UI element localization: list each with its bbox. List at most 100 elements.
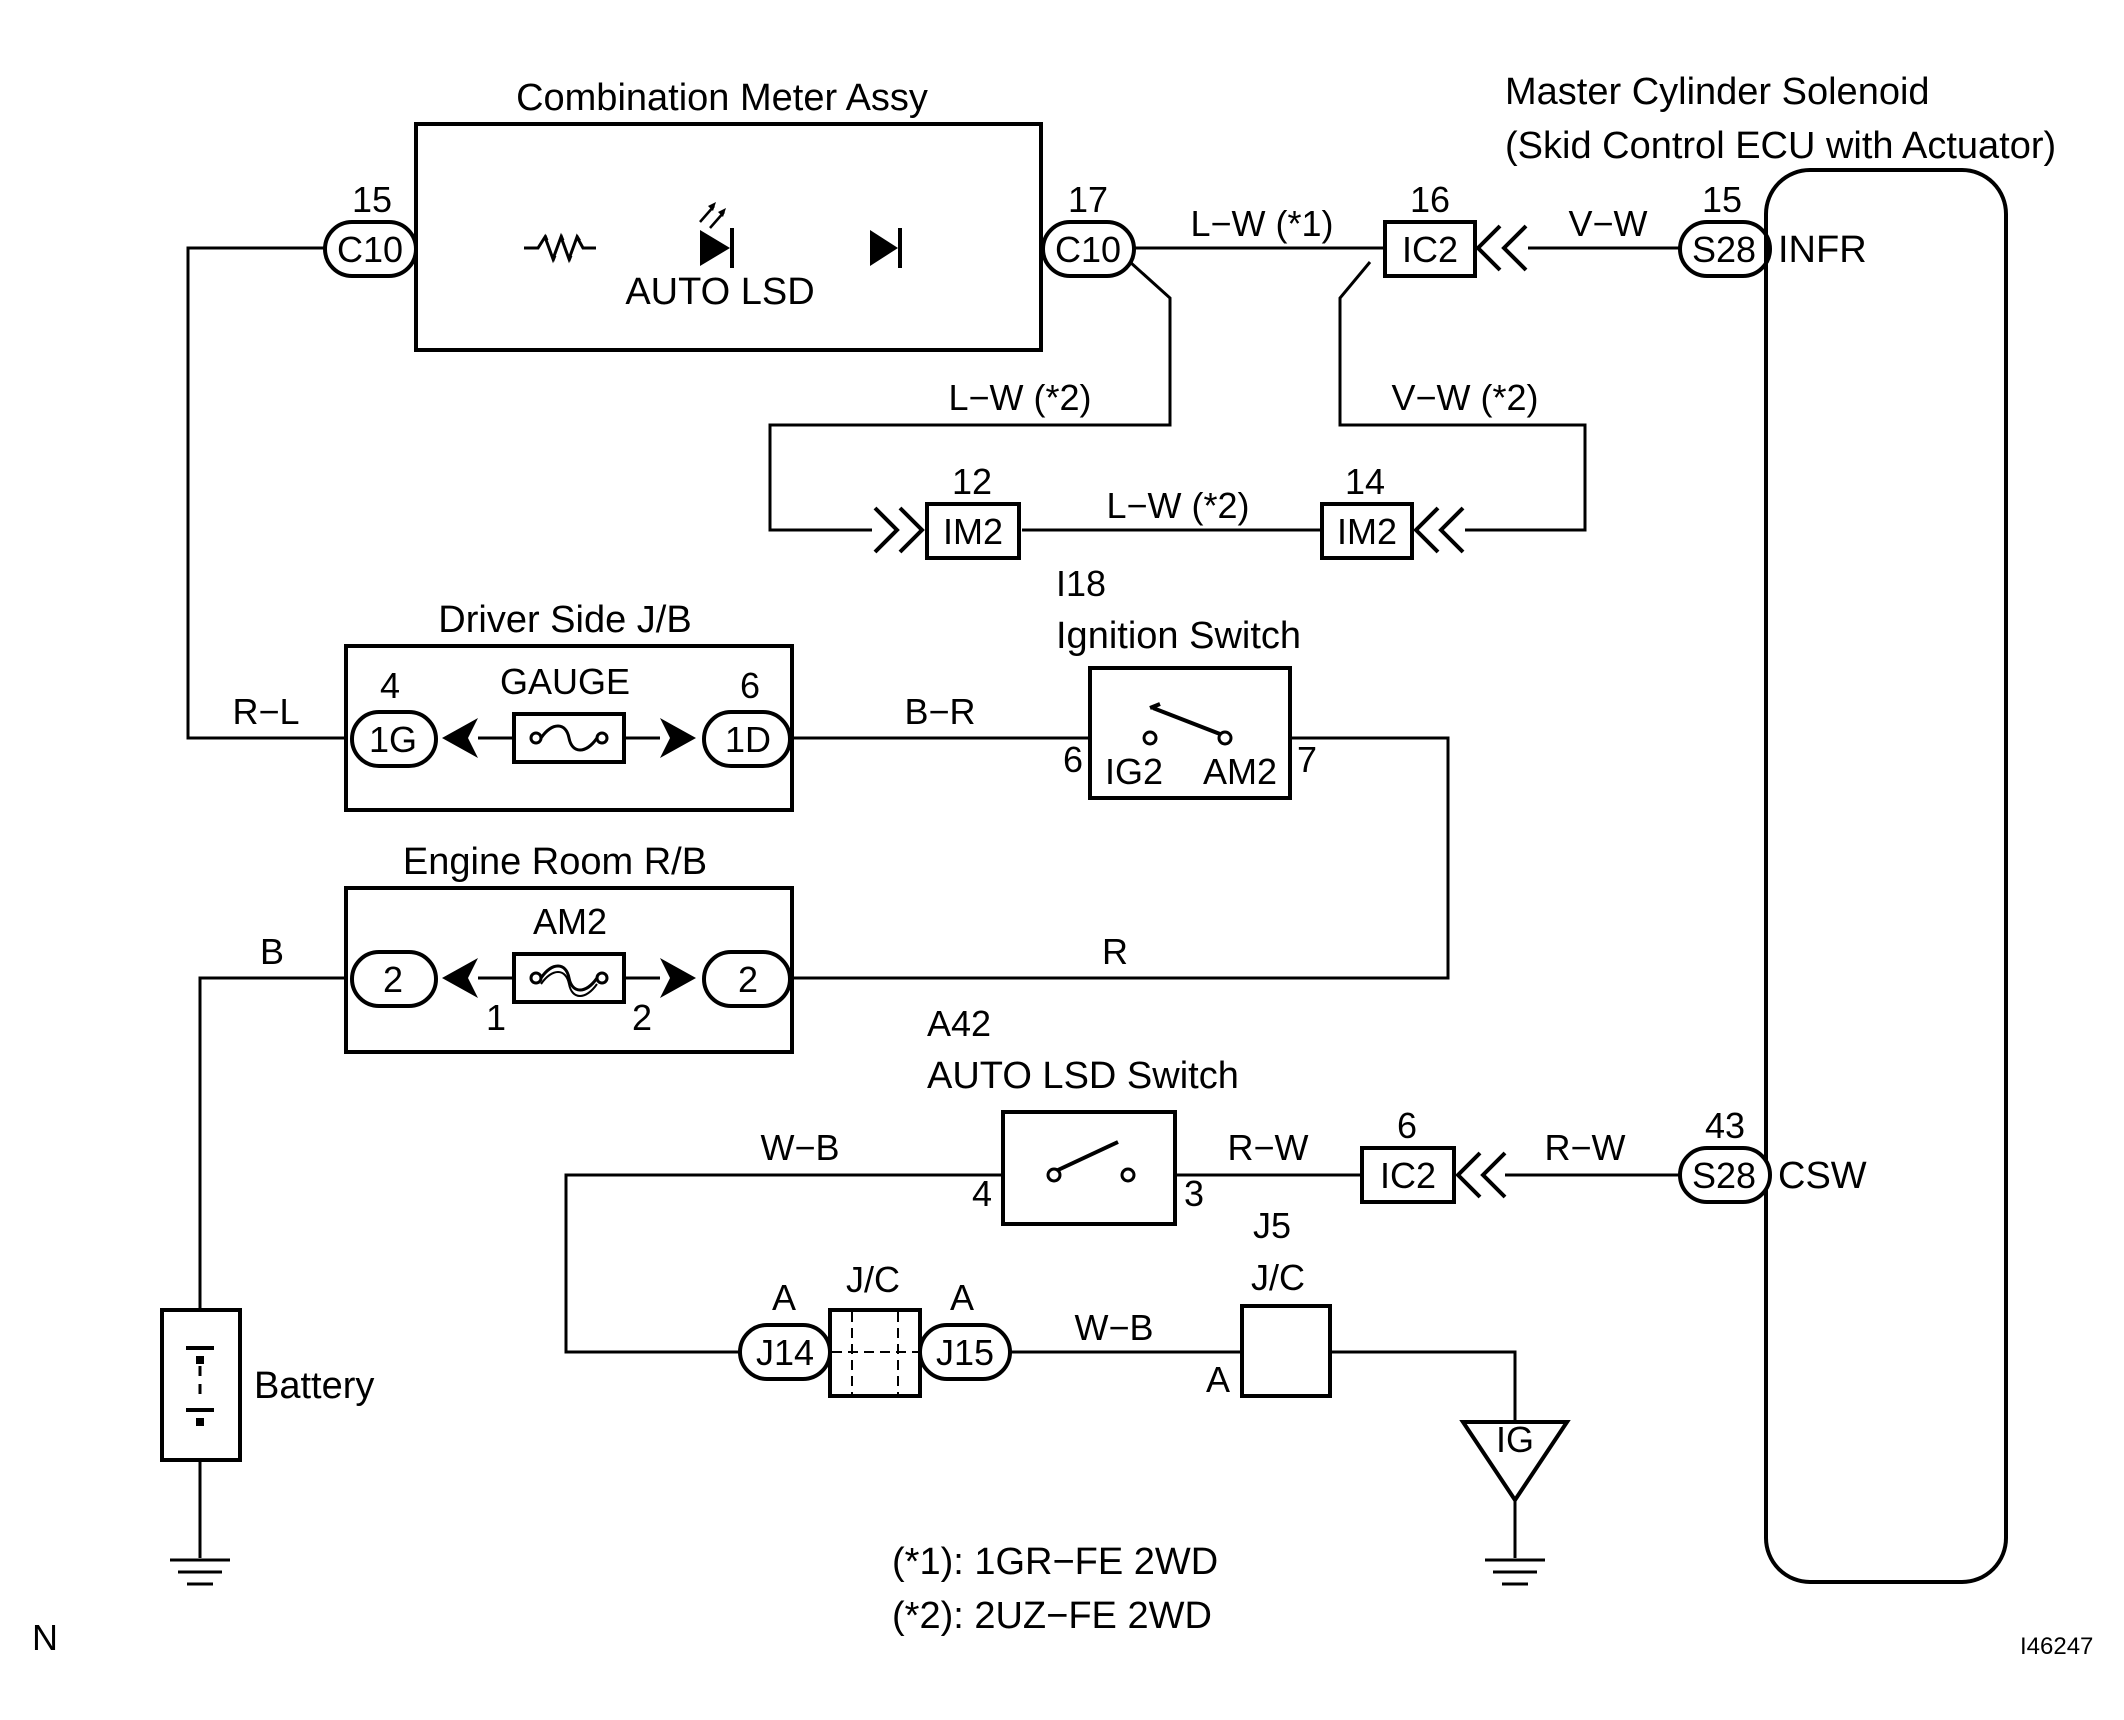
wire-to-ig	[1330, 1350, 1517, 1422]
ic2-bottom-connector	[1360, 1146, 1456, 1204]
ecu-term-infr: INFR	[1778, 229, 1867, 271]
wire-label-b: B	[260, 931, 284, 972]
arrow-right-icon	[660, 718, 696, 758]
master-cylinder-title: Master Cylinder Solenoid	[1505, 71, 1930, 113]
ic2-top-pin: 16	[1410, 179, 1450, 220]
ground-point-ig-icon	[1459, 1420, 1571, 1504]
lsd-switch-box	[1001, 1110, 1177, 1226]
resistor-zigzag	[524, 232, 596, 264]
driver-jb-right-pin: 6	[740, 665, 760, 706]
fuse-terminal	[529, 731, 543, 745]
chevron-icon	[1480, 1151, 1507, 1199]
engine-rb-right-label: 2	[738, 959, 758, 1000]
diode-icon	[870, 228, 902, 268]
im2-left-pin: 12	[952, 461, 992, 502]
skid-control-ecu-box	[1764, 168, 2008, 1584]
connector-1g	[350, 710, 438, 768]
led-icon	[699, 202, 734, 268]
combination-meter-box	[414, 122, 1043, 352]
s28-bottom-label: S28	[1692, 1155, 1756, 1196]
connector-j14-label: J14	[756, 1332, 814, 1373]
switch-contact	[1120, 1167, 1136, 1183]
engine-rb-title: Engine Room R/B	[403, 841, 707, 883]
engine-rb-right-connector	[702, 950, 792, 1008]
c10-left-connector	[323, 220, 418, 278]
chevron-icon	[1501, 224, 1528, 272]
wire-r	[790, 736, 1450, 980]
ecu-term-csw: CSW	[1778, 1155, 1867, 1197]
ground-icon	[1485, 1558, 1545, 1586]
ic2-top-connector	[1383, 220, 1477, 278]
wire-label-r-w-right: R−W	[1545, 1127, 1626, 1168]
j15-pin: A	[950, 1277, 974, 1318]
ignition-term-am2: AM2	[1203, 751, 1277, 792]
figure-code: I46247	[2020, 1633, 2093, 1660]
ic2-bottom-pin: 6	[1397, 1105, 1417, 1146]
im2-left-connector	[925, 502, 1021, 560]
im2-right-pin: 14	[1345, 461, 1385, 502]
lsd-switch-title: AUTO LSD Switch	[927, 1055, 1239, 1097]
jc-label: J/C	[846, 1259, 900, 1300]
corner-label: N	[32, 1617, 58, 1658]
wire-label-r: R	[1102, 931, 1128, 972]
j14-pin: A	[772, 1277, 796, 1318]
connector-j15	[918, 1323, 1012, 1381]
auto-lsd-lamp-label: AUTO LSD	[625, 271, 814, 313]
wire-vw2-branch	[1338, 261, 1587, 532]
jc-box	[828, 1308, 922, 1398]
chevron-icon	[1438, 506, 1465, 554]
ignition-pin-left: 6	[1063, 739, 1083, 780]
arrow-left-icon	[442, 958, 478, 998]
j5-label: J/C	[1251, 1257, 1305, 1298]
chevron-icon	[898, 506, 925, 554]
skid-control-title: (Skid Control ECU with Actuator)	[1505, 125, 2056, 167]
ignition-contact	[1142, 730, 1158, 746]
s28-top-connector	[1678, 220, 1772, 278]
c10-right-label: C10	[1055, 229, 1121, 270]
lsd-switch-pin-left: 4	[972, 1173, 992, 1214]
wire-r-l	[186, 246, 352, 740]
c10-right-connector	[1041, 220, 1136, 278]
wire-label-vw2: V−W (*2)	[1391, 377, 1538, 418]
driver-jb-left-pin: 4	[380, 665, 400, 706]
wire-lw2-branch	[768, 260, 1172, 532]
wire-label-vw: V−W	[1568, 203, 1647, 244]
note-2: (*2): 2UZ−FE 2WD	[892, 1595, 1212, 1637]
wire-label-lw2-mid: L−W (*2)	[1106, 485, 1249, 526]
wire-w-b-top	[564, 1173, 1003, 1354]
chevron-icon	[1475, 224, 1502, 272]
am2-pin-left: 1	[486, 997, 506, 1038]
ignition-term-ig2: IG2	[1105, 751, 1163, 792]
am2-fuse-label: AM2	[533, 901, 607, 942]
ignition-title: Ignition Switch	[1056, 615, 1301, 657]
connector-1g-label: 1G	[369, 719, 417, 760]
wire-label-w-b-bottom: W−B	[1074, 1307, 1153, 1348]
chevron-icon	[873, 506, 900, 554]
fusible-link-icon	[539, 964, 599, 992]
c10-right-pin: 17	[1068, 179, 1108, 220]
wires	[186, 246, 1680, 1558]
arrow-right-icon	[660, 958, 696, 998]
ic2-bottom-label: IC2	[1380, 1155, 1436, 1196]
connector-1d	[702, 710, 792, 768]
wire-b	[198, 976, 352, 1310]
wire-label-r-w-left: R−W	[1228, 1127, 1309, 1168]
ignition-contact	[1217, 730, 1233, 746]
connector-j15-label: J15	[936, 1332, 994, 1373]
chevron-icon	[1413, 506, 1440, 554]
j5-id: J5	[1253, 1205, 1291, 1246]
fuse-terminal	[595, 971, 609, 985]
note-1: (*1): 1GR−FE 2WD	[892, 1541, 1218, 1583]
s28-top-label: S28	[1692, 229, 1756, 270]
fuse-icon	[539, 724, 599, 752]
wire-label-lw2-top: L−W (*2)	[948, 377, 1091, 418]
chevron-icon	[1455, 1151, 1482, 1199]
gauge-fuse-label: GAUGE	[500, 661, 630, 702]
combination-meter-title: Combination Meter Assy	[516, 77, 928, 119]
wire-label-r-l: R−L	[232, 691, 299, 732]
ground-ig-label: IG	[1496, 1419, 1534, 1460]
s28-bottom-connector	[1678, 1146, 1772, 1204]
battery-label: Battery	[254, 1365, 374, 1407]
